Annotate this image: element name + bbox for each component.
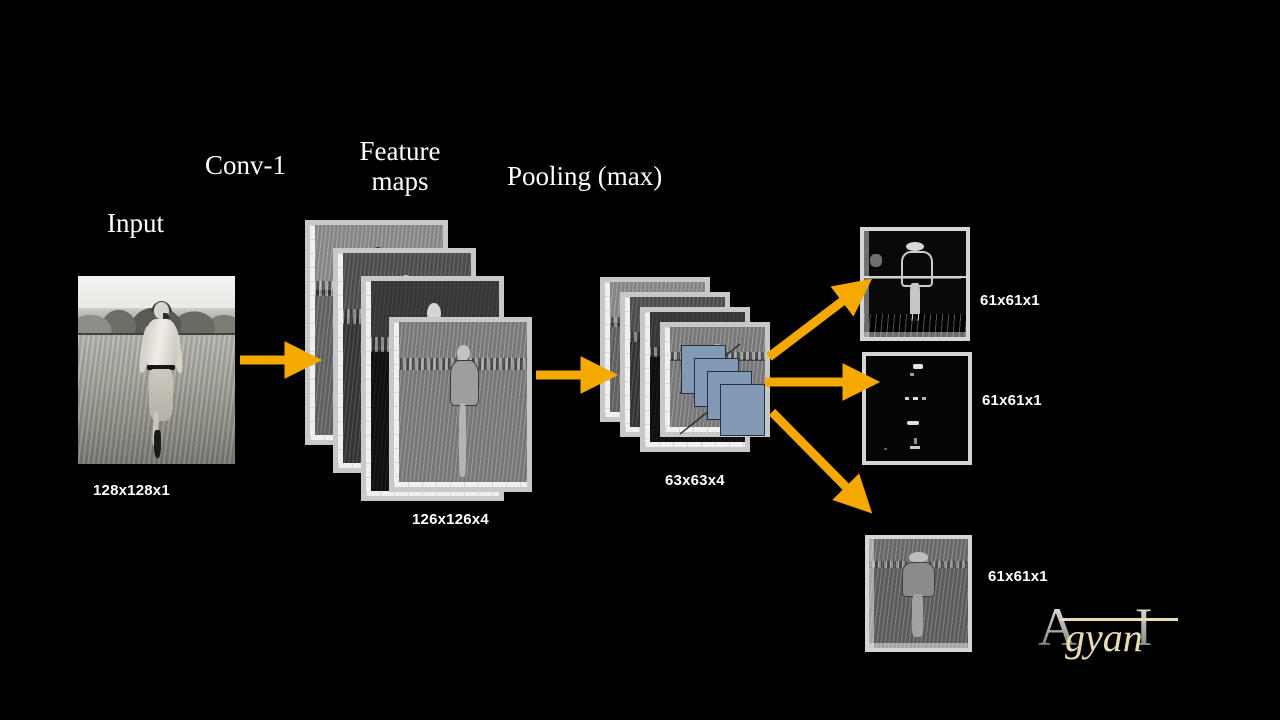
out3-axis-left [869,539,874,648]
output-image-3 [865,535,972,652]
watermark-text-gyan: gyan [1065,615,1143,660]
output-image-2 [862,352,972,465]
fm-axis-left [394,322,399,487]
pm-axis-bottom [645,442,745,447]
out2-spot-7 [913,437,917,445]
fm-figure-leg [458,403,466,478]
arrow-pool-to-output-1 [766,278,873,361]
output-3-dims-label: 61x61x1 [988,568,1048,585]
out2-spot-2 [909,372,914,376]
feature-map-content [394,322,527,487]
input-image [78,276,235,464]
out3-torso [901,561,936,597]
person-belt [147,364,176,371]
person-pants [148,369,174,421]
output-image-1 [860,227,970,341]
output-2-dims-label: 61x61x1 [982,392,1042,409]
heading-feature-maps: Feature maps [359,136,441,197]
out2-spot-3 [904,396,909,401]
feature-map-1 [389,317,532,492]
arrow-pool-to-output-3 [768,408,873,514]
photo-person [137,300,185,459]
heading-conv1: Conv-1 [205,150,286,180]
out1-axis-bottom [864,332,966,337]
fm-axis-left [310,225,315,440]
out3-head [908,552,929,563]
out1-horizon2 [869,277,961,279]
out2-bg [866,356,968,461]
out1-torso [900,251,934,287]
out3-axis-bottom [869,643,968,648]
person-torso [145,319,177,367]
watermark-bar [1060,618,1178,621]
conv-dims-label: 126x126x4 [412,511,489,528]
fm-axis-bottom [394,482,527,487]
pm-axis-left [665,327,670,432]
pool-dims-label: 63x63x4 [665,472,725,489]
out1-ground-noise [864,313,966,337]
input-dims-label: 128x128x1 [93,482,170,499]
out2-spot-8 [909,446,921,450]
out2-spot-6 [906,421,920,426]
fm-axis-bottom [366,491,499,496]
out2-spot-5 [922,396,927,401]
pm-axis-left [645,312,650,447]
output-1-dims-label: 61x61x1 [980,292,1040,309]
out1-head [905,241,925,252]
out1-leg [909,282,921,322]
pm-axis-left [605,282,610,417]
heading-input: Input [107,208,164,238]
fm-axis-left [366,281,371,496]
out1-horizon [864,275,966,278]
out2-spot-9 [884,448,888,451]
person-boot [154,430,162,459]
fm-figure-body [449,359,479,407]
watermark-agyani: AgyanI [1038,597,1178,658]
pool-window-1 [720,384,765,436]
out1-axis-left [864,231,869,337]
fm-figure [447,345,479,478]
out2-spot-1 [912,364,924,369]
watermark-letter-i: I [1134,597,1153,657]
out3-leg [911,593,924,638]
heading-pooling: Pooling (max) [507,161,663,191]
watermark-letter-a: A [1038,597,1077,657]
fm-axis-left [338,253,343,468]
fm-figure-head [456,345,470,361]
out1-blob [870,254,883,268]
out2-spot-4 [912,396,918,401]
pm-axis-left [625,297,630,432]
